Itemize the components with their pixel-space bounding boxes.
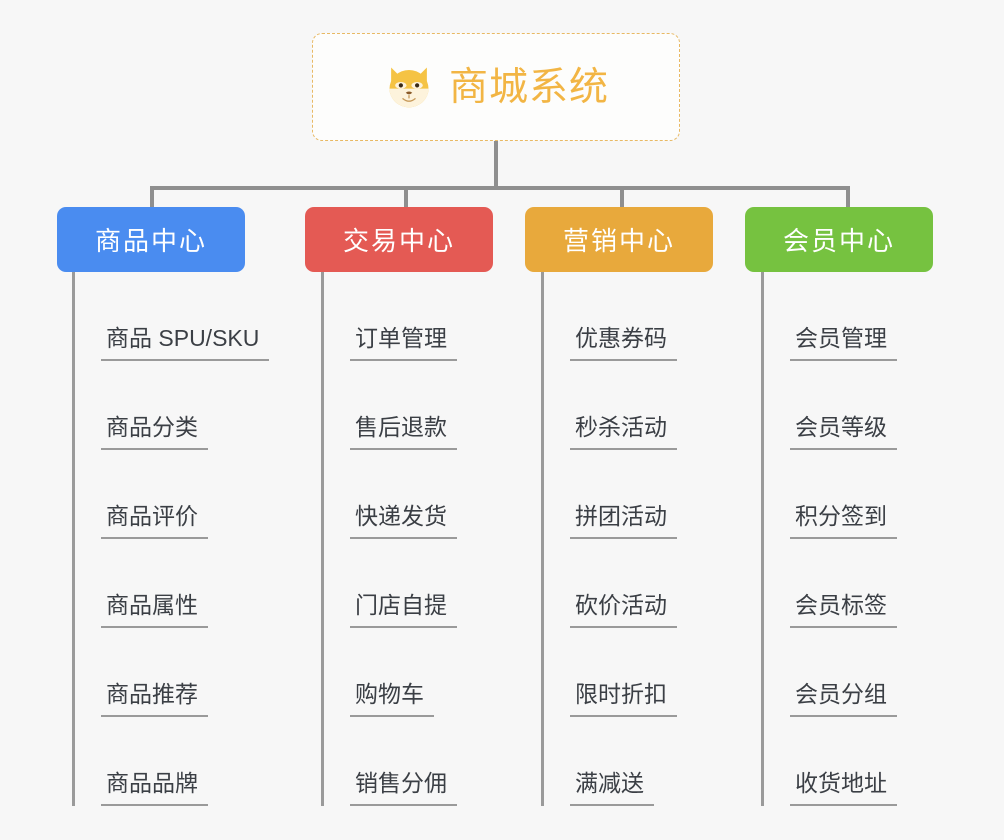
list-item-label: 快递发货 [350,505,457,539]
list-item[interactable]: 商品评价 [72,450,282,539]
category-header-trade-center[interactable]: 交易中心 [305,207,493,272]
category-header-member-center[interactable]: 会员中心 [745,207,933,272]
connector-root-stem [494,141,498,188]
list-item[interactable]: 商品属性 [72,539,282,628]
shiba-dog-emoji [383,61,435,113]
leaf-column-trade-center: 订单管理 售后退款 快递发货 门店自提 购物车 销售分佣 [321,272,531,806]
connector-horizontal-bus [150,186,850,190]
list-item-label: 会员管理 [790,327,897,361]
list-item[interactable]: 购物车 [321,628,531,717]
column-spine [321,272,324,806]
list-item-label: 商品属性 [101,594,208,628]
list-item[interactable]: 会员管理 [761,272,971,361]
list-item[interactable]: 商品品牌 [72,717,282,806]
root-node[interactable]: 商城系统 [312,33,680,141]
list-item[interactable]: 收货地址 [761,717,971,806]
list-item-label: 收货地址 [790,772,897,806]
list-item[interactable]: 优惠券码 [541,272,751,361]
list-item-label: 会员标签 [790,594,897,628]
list-item[interactable]: 积分签到 [761,450,971,539]
list-item-label: 商品品牌 [101,772,208,806]
list-item[interactable]: 商品 SPU/SKU [72,272,282,361]
list-item-label: 门店自提 [350,594,457,628]
leaf-column-product-center: 商品 SPU/SKU 商品分类 商品评价 商品属性 商品推荐 商品品牌 [72,272,282,806]
list-item-label: 满减送 [570,772,654,806]
connector-drop-3 [620,186,624,209]
category-header-label: 交易中心 [342,226,455,256]
list-item[interactable]: 门店自提 [321,539,531,628]
list-item[interactable]: 秒杀活动 [541,361,751,450]
list-item-label: 销售分佣 [350,772,457,806]
list-item[interactable]: 会员分组 [761,628,971,717]
list-item[interactable]: 会员等级 [761,361,971,450]
column-spine [541,272,544,806]
list-item[interactable]: 限时折扣 [541,628,751,717]
list-item[interactable]: 满减送 [541,717,751,806]
list-item[interactable]: 快递发货 [321,450,531,539]
list-item-label: 会员等级 [790,416,897,450]
category-header-label: 商品中心 [94,226,207,256]
list-item-label: 商品评价 [101,505,208,539]
list-item[interactable]: 会员标签 [761,539,971,628]
list-item[interactable]: 商品分类 [72,361,282,450]
list-item-label: 售后退款 [350,416,457,450]
list-item-label: 购物车 [350,683,434,717]
list-item[interactable]: 拼团活动 [541,450,751,539]
root-title: 商城系统 [448,65,609,109]
list-item-label: 优惠券码 [570,327,677,361]
connector-drop-4 [846,186,850,209]
column-spine [72,272,75,806]
leaf-column-member-center: 会员管理 会员等级 积分签到 会员标签 会员分组 收货地址 [761,272,971,806]
list-item-label: 砍价活动 [570,594,677,628]
list-item-label: 订单管理 [350,327,457,361]
leaf-column-marketing-center: 优惠券码 秒杀活动 拼团活动 砍价活动 限时折扣 满减送 [541,272,751,806]
list-item-label: 会员分组 [790,683,897,717]
connector-drop-1 [150,186,154,209]
list-item-label: 积分签到 [790,505,897,539]
list-item[interactable]: 砍价活动 [541,539,751,628]
category-header-product-center[interactable]: 商品中心 [57,207,245,272]
list-item-label: 拼团活动 [570,505,677,539]
category-header-marketing-center[interactable]: 营销中心 [525,207,713,272]
list-item-label: 秒杀活动 [570,416,677,450]
list-item[interactable]: 商品推荐 [72,628,282,717]
category-header-label: 会员中心 [782,226,895,256]
list-item-label: 商品推荐 [101,683,208,717]
list-item-label: 商品分类 [101,416,208,450]
list-item[interactable]: 订单管理 [321,272,531,361]
list-item[interactable]: 销售分佣 [321,717,531,806]
list-item-label: 商品 SPU/SKU [101,327,270,361]
list-item-label: 限时折扣 [570,683,677,717]
category-header-label: 营销中心 [562,226,675,256]
column-spine [761,272,764,806]
list-item[interactable]: 售后退款 [321,361,531,450]
connector-drop-2 [404,186,408,209]
